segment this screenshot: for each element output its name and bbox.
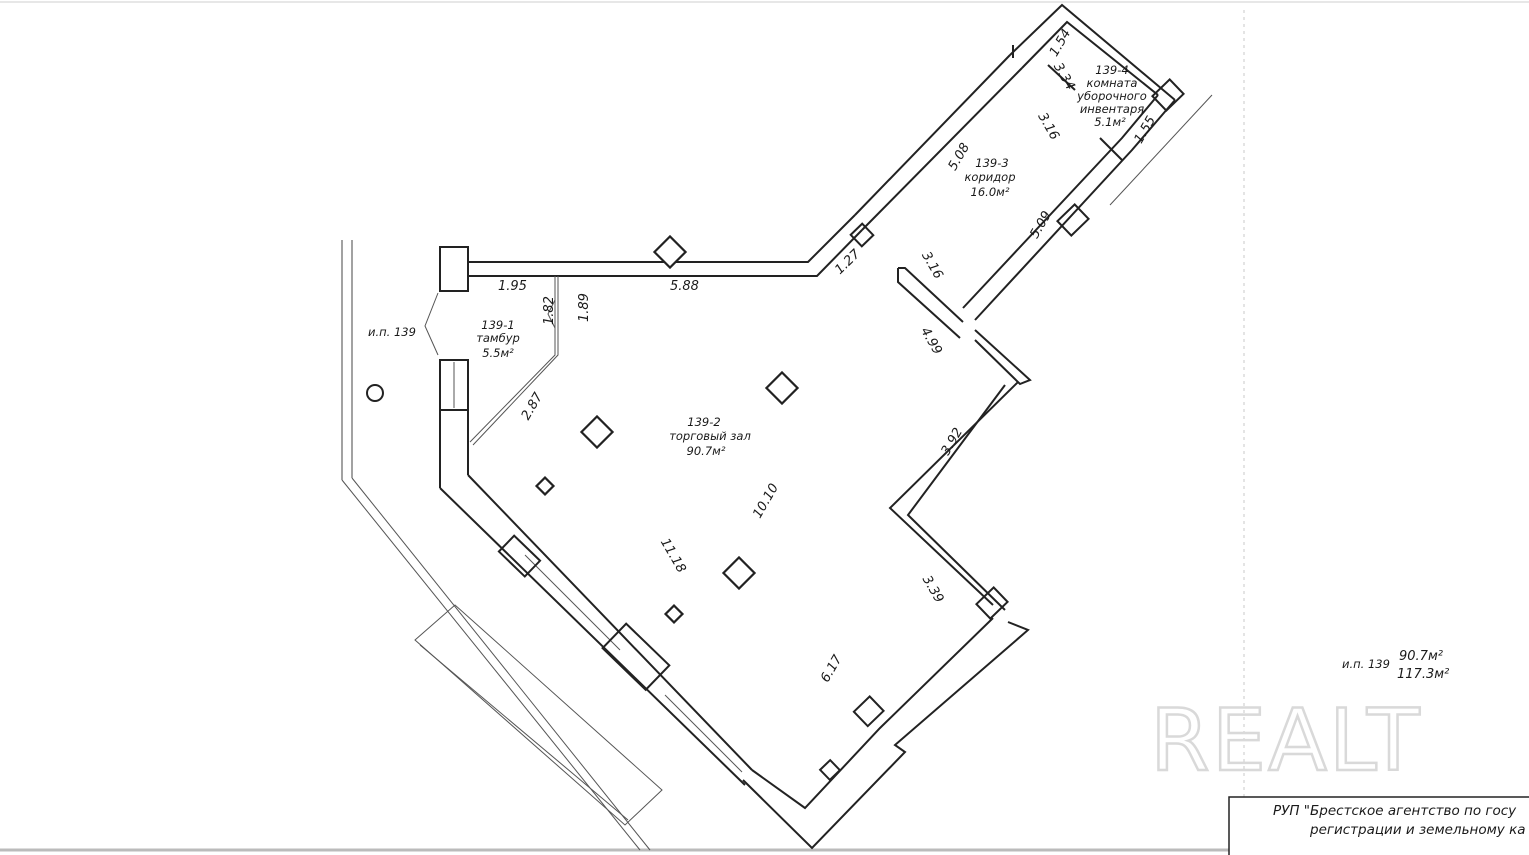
window-line-2 [664,694,743,773]
entrance-pier-top [439,246,469,292]
wall-storage-top-inner [1021,20,1159,96]
summary-area-main: 90.7м² [1399,649,1443,664]
pier-right-small [818,758,842,782]
column-2 [764,370,800,406]
dim-1-27: 1.27 [832,246,864,277]
dim-11-18: 11.18 [657,536,689,576]
wall-right-mid [888,381,1019,606]
dim-2-87: 2.87 [519,390,547,423]
column-5 [721,555,757,591]
wall-left-inner [467,474,753,771]
pier-left-1 [497,534,542,578]
exterior-line-outer [341,479,641,851]
pier-corridor [1056,203,1090,237]
room-label-139-4-area: 5.1м² [1094,115,1126,129]
room-label-139-2-id: 139-2 [687,415,720,429]
wall-right-bottom [751,617,994,810]
wall-top-inner [468,229,863,277]
entrance-pier-bottom [439,359,469,411]
wall-corridor-left-inner [861,67,1023,231]
pier-bottom-right [852,695,885,728]
summary-label: и.п. 139 [1342,657,1390,671]
stamp-line-2: регистрации и земельному ка [1309,822,1526,838]
exterior-circle-marker [366,384,384,402]
dim-3-39: 3.39 [919,573,946,606]
room-label-139-4-name-1: комната [1087,76,1138,90]
room-label-139-1-id: 139-1 [481,318,514,332]
pier-corridor-left [849,222,875,248]
room-label-139-3-id: 139-3 [975,156,1008,170]
dim-10-10: 10.10 [750,481,782,521]
wall-storage-top [1009,3,1176,101]
vestibule-partition [469,276,556,443]
window-line-1 [524,554,621,651]
wall-inner-partition [898,267,964,323]
dim-1-95: 1.95 [498,279,527,294]
column-3 [579,414,615,450]
wall-right-outer [974,99,1176,321]
dim-1-89: 1.89 [577,293,592,322]
dim-3-16-b: 3.16 [918,249,945,282]
unit-label: и.п. 139 [368,325,416,339]
dim-5-88: 5.88 [670,279,699,294]
room-label-139-2-area: 90.7м² [687,444,726,458]
vestibule-partition-2 [472,276,559,446]
column-1 [652,234,688,270]
column-6 [663,603,685,625]
wall-corridor-left [854,54,1011,216]
dim-1-54: 1.54 [1047,27,1074,60]
steps-inner [419,644,629,821]
exterior-line-inner [351,477,651,851]
summary-area-total: 117.3м² [1397,667,1449,682]
wall-top [468,214,856,263]
dim-5-08: 5.08 [946,141,973,174]
stamp-line-1: РУП "Брестское агентство по госу [1273,803,1517,819]
room-label-139-3-name: коридор [964,170,1015,184]
wall-left-outer [439,487,746,786]
wall-right-mid-inner [906,384,1006,611]
steps-outline [414,604,663,826]
vestibule-door-swing [547,299,556,329]
room-label-139-4-id: 139-4 [1095,63,1128,77]
wall-inner-partition-2 [897,268,961,339]
room-label-139-1-name: тамбур [476,331,520,345]
storage-partition [1047,64,1076,91]
exterior-diagonal [1109,94,1213,206]
pier-storage [1151,78,1185,112]
dim-4-99: 4.99 [917,325,944,358]
dim-1-55: 1.55 [1132,114,1159,147]
room-label-139-2-name: торговый зал [669,429,751,443]
wall-right-bottom-outer [742,621,1030,850]
storage-partition-2 [1099,137,1123,161]
room-label-139-3-area: 16.0м² [971,185,1010,199]
pier-left-2 [601,622,671,692]
room-label-139-1-area: 5.5м² [482,346,514,360]
column-4 [534,475,556,497]
dim-1-82: 1.82 [542,296,557,325]
pier-right-3-39 [975,586,1009,620]
room-label-139-4-name-2: уборочного [1076,89,1147,103]
dim-6-17: 6.17 [818,652,846,685]
entrance-door-swing [424,292,439,356]
realt-watermark: REALT [1150,691,1422,791]
wall-right-inner [962,94,1159,309]
dim-3-16-a: 3.16 [1034,110,1061,143]
stamp-box [1228,796,1529,855]
room-label-139-4-name-3: инвентаря [1080,102,1144,116]
wall-right-step [974,329,1032,386]
